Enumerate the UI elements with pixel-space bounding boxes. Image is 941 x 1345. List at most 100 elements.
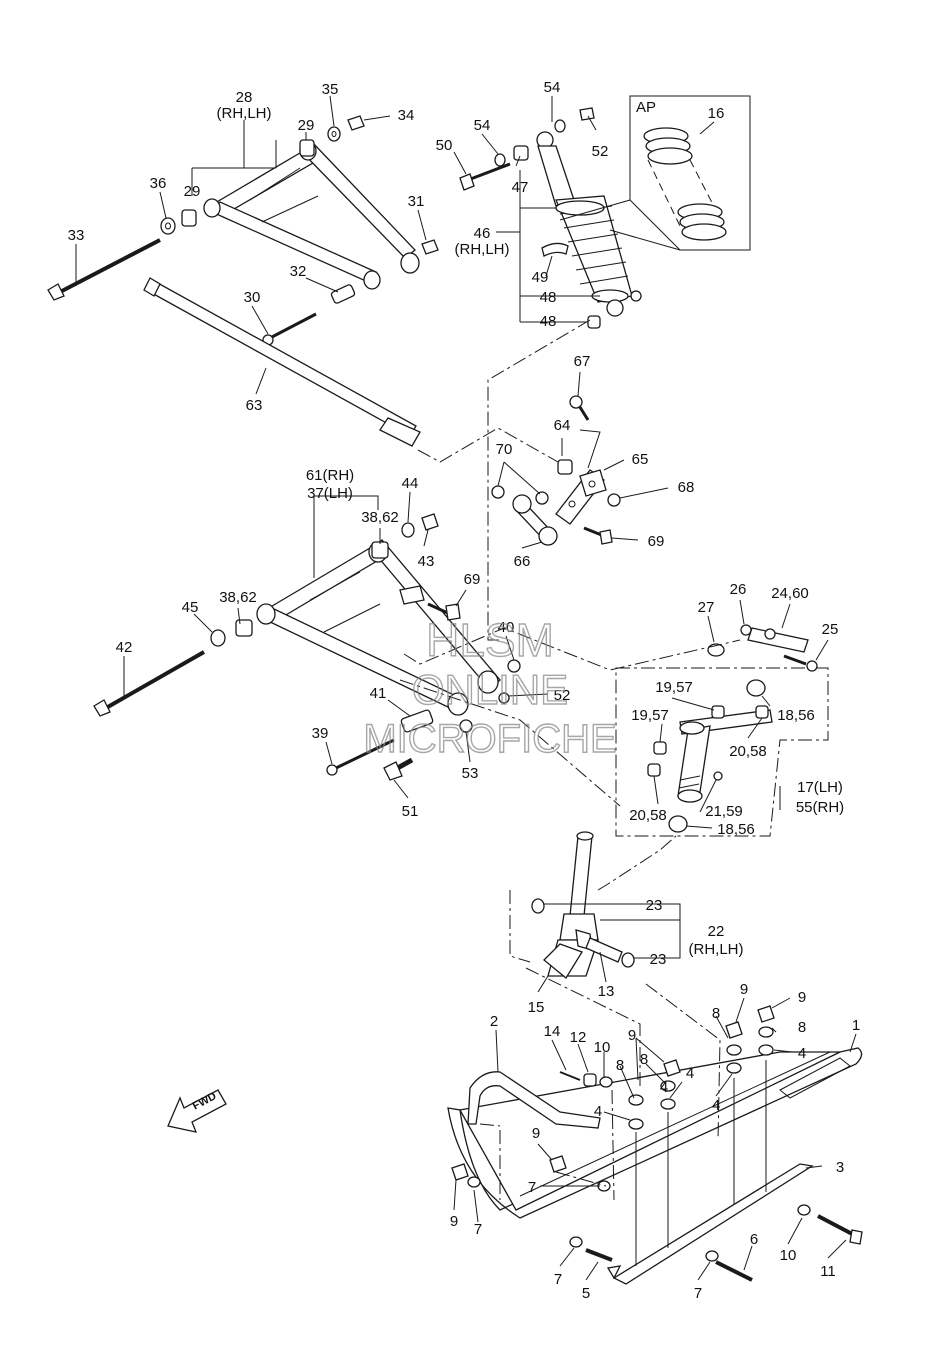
label-14: 14 (544, 1023, 561, 1040)
collar-41[interactable] (400, 709, 434, 733)
ap-inset-box (559, 95, 751, 251)
label-28: 28 (236, 89, 253, 106)
label-6: 6 (750, 1231, 758, 1248)
label-52b: 52 (554, 687, 571, 704)
label-31: 31 (408, 193, 425, 210)
washer-54[interactable] (494, 119, 566, 167)
collar-48[interactable] (587, 290, 642, 329)
bolt-11[interactable] (817, 1214, 863, 1245)
collar-23[interactable] (531, 898, 635, 968)
cap-27[interactable] (707, 643, 725, 657)
bolt-51[interactable] (383, 757, 414, 781)
label-22: 22 (708, 923, 725, 940)
label-15: 15 (528, 999, 545, 1016)
label-45: 45 (182, 599, 199, 616)
washer-44-45[interactable] (210, 522, 415, 647)
label-2058b: 20,58 (629, 807, 667, 824)
spring-16[interactable] (643, 127, 727, 241)
nut-52-lower[interactable] (498, 692, 510, 704)
label-23a: 23 (646, 897, 663, 914)
watermark: HLSM ONLINE MICROFICHE (363, 613, 618, 761)
label-2159: 21,59 (705, 803, 743, 820)
steering-knuckle-17-55[interactable] (677, 709, 773, 803)
label-69b: 69 (464, 571, 481, 588)
bushing-18-56[interactable] (668, 679, 766, 833)
nut-26[interactable] (740, 624, 752, 636)
label-52a: 52 (592, 143, 609, 160)
washer-4[interactable] (628, 1044, 774, 1130)
label-1: 1 (852, 1017, 860, 1034)
bolt-39[interactable] (326, 738, 395, 776)
label-64: 64 (554, 417, 571, 434)
ski-1[interactable] (447, 1047, 863, 1219)
label-4a: 4 (798, 1045, 806, 1062)
nut-52[interactable] (579, 107, 595, 121)
bolt-30[interactable] (262, 312, 317, 346)
clip-49[interactable] (541, 242, 569, 257)
steering-arm-24-60[interactable] (747, 627, 809, 653)
collar-47[interactable] (513, 145, 529, 161)
knuckle-box (615, 667, 829, 837)
grease-nipple-21-59[interactable] (713, 771, 723, 781)
nut-43[interactable] (421, 513, 439, 531)
label-5: 5 (582, 1285, 590, 1302)
label-1957b: 19,57 (631, 707, 669, 724)
collar-12[interactable] (583, 1073, 597, 1087)
washer-35-36[interactable] (160, 126, 341, 235)
bracket-65[interactable] (555, 469, 607, 525)
watermark-line3: MICROFICHE (363, 717, 616, 761)
label-43: 43 (418, 553, 435, 570)
label-12: 12 (570, 1029, 587, 1046)
leader-lines (75, 95, 857, 1281)
label-4e: 4 (594, 1103, 602, 1120)
label-50: 50 (436, 137, 453, 154)
pin-14[interactable] (559, 1071, 581, 1081)
label-3: 3 (836, 1159, 844, 1176)
bolt-6[interactable] (715, 1260, 753, 1282)
collar-32[interactable] (330, 284, 356, 304)
block-15[interactable] (543, 943, 583, 979)
label-9c: 9 (628, 1027, 636, 1044)
label-47: 47 (512, 179, 529, 196)
label-7c: 7 (554, 1271, 562, 1288)
label-27: 27 (698, 599, 715, 616)
nut-9[interactable] (451, 1005, 775, 1181)
upper-a-arm[interactable] (203, 141, 420, 290)
nut-70[interactable] (491, 485, 549, 505)
bolt-69-lower[interactable] (427, 602, 461, 621)
label-ap: AP (636, 99, 656, 116)
bolt-42[interactable] (93, 650, 205, 717)
label-29b: 29 (184, 183, 201, 200)
label-16: 16 (708, 105, 725, 122)
watermark-line2: ONLINE (412, 666, 568, 713)
washer-8[interactable] (628, 1026, 774, 1106)
label-51: 51 (402, 803, 419, 820)
label-1957a: 19,57 (655, 679, 693, 696)
nut-34-31[interactable] (347, 115, 439, 255)
nut-68[interactable] (607, 493, 621, 507)
bolt-33[interactable] (47, 238, 161, 301)
bolt-5[interactable] (585, 1248, 613, 1262)
label-17: 17(LH) (797, 779, 843, 796)
runner-3[interactable] (606, 1163, 814, 1285)
handle-2[interactable] (467, 1071, 601, 1129)
label-34: 34 (398, 107, 415, 124)
relay-rod-66[interactable] (512, 494, 558, 546)
stabilizer-shaft-63[interactable] (143, 277, 421, 447)
bolt-69-upper[interactable] (583, 526, 613, 545)
washer-10[interactable] (599, 1076, 811, 1216)
bushing-29[interactable] (181, 139, 315, 227)
label-8c: 8 (616, 1057, 624, 1074)
bolt-50[interactable] (459, 162, 511, 191)
label-48b: 48 (540, 313, 557, 330)
label-69a: 69 (648, 533, 665, 550)
collar-64[interactable] (557, 459, 573, 475)
label-54a: 54 (544, 79, 561, 96)
collar-13[interactable] (585, 937, 623, 963)
bolt-25[interactable] (783, 654, 818, 672)
shock-absorber-46[interactable] (536, 131, 633, 317)
bolt-67[interactable] (569, 395, 590, 421)
spindle-shaft[interactable] (569, 831, 594, 917)
label-4c: 4 (660, 1079, 668, 1096)
label-22-sub: (RH,LH) (689, 941, 744, 958)
